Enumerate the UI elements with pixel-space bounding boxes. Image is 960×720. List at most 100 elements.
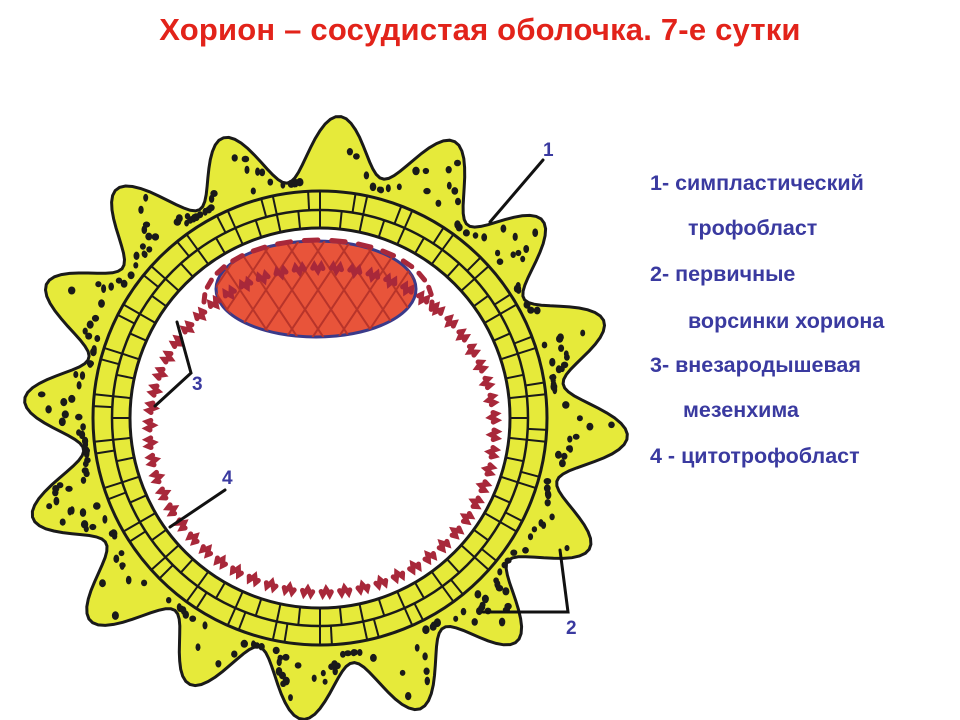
cell-wall bbox=[358, 214, 365, 233]
nucleus-dot bbox=[455, 222, 461, 232]
nucleus-dot bbox=[385, 184, 391, 193]
mesenchyme-dash bbox=[144, 452, 162, 468]
mesenchyme-dash bbox=[485, 410, 503, 425]
mesenchyme-dash bbox=[146, 383, 164, 398]
cell-wall bbox=[473, 265, 490, 280]
nucleus-dot bbox=[86, 320, 94, 329]
mesenchyme-dash bbox=[422, 550, 438, 566]
mesenchyme-dash bbox=[390, 567, 406, 585]
legend-item-2: 2- первичные bbox=[650, 262, 796, 286]
nucleus-dot bbox=[244, 165, 250, 174]
nucleus-dot bbox=[142, 221, 151, 228]
cell-wall bbox=[254, 598, 263, 617]
nucleus-dot bbox=[240, 639, 248, 648]
mesenchyme-dash bbox=[444, 314, 459, 329]
mesenchyme-dash bbox=[246, 571, 261, 588]
nucleus-dot bbox=[82, 437, 89, 446]
cell-wall bbox=[413, 602, 424, 621]
nucleus-dot bbox=[68, 286, 76, 295]
nucleus-dot bbox=[498, 617, 506, 627]
nucleus-dot bbox=[58, 417, 66, 427]
nucleus-dot bbox=[79, 371, 86, 380]
mesenchyme-dash bbox=[213, 554, 228, 570]
cell-wall bbox=[121, 475, 140, 484]
leader-line-1 bbox=[488, 158, 545, 224]
nucleus-dot bbox=[523, 245, 530, 253]
nucleus-dot bbox=[294, 662, 302, 669]
nucleus-dot bbox=[68, 394, 76, 403]
nucleus-dot bbox=[331, 660, 338, 668]
cell-wall bbox=[460, 278, 476, 292]
nucleus-dot bbox=[94, 335, 101, 342]
nucleus-dot bbox=[520, 255, 526, 263]
cell-wall bbox=[117, 314, 136, 325]
nucleus-dot bbox=[453, 615, 459, 622]
nucleus-dot bbox=[478, 604, 486, 611]
cell-wall bbox=[500, 352, 519, 361]
cell-wall bbox=[513, 335, 533, 345]
mesenchyme-dash bbox=[168, 334, 185, 349]
nucleus-dot bbox=[99, 579, 106, 588]
cell-wall bbox=[185, 585, 199, 603]
cell-wall bbox=[180, 262, 194, 278]
nucleus-dot bbox=[451, 187, 459, 195]
cell-wall bbox=[499, 521, 518, 533]
cell-wall bbox=[93, 405, 113, 409]
cell-wall bbox=[129, 530, 147, 543]
cell-wall bbox=[112, 436, 132, 441]
nucleus-dot bbox=[357, 649, 363, 656]
cell-wall bbox=[517, 481, 537, 490]
nucleus-dot bbox=[85, 332, 93, 340]
nucleus-dot bbox=[481, 594, 489, 604]
cell-wall bbox=[122, 521, 141, 533]
nucleus-dot bbox=[576, 415, 583, 422]
mesenchyme-dash bbox=[478, 375, 496, 391]
nucleus-dot bbox=[82, 327, 88, 335]
nucleus-dot bbox=[108, 282, 114, 291]
hatch-line bbox=[251, 241, 333, 337]
mesenchyme-dash bbox=[416, 270, 428, 283]
nucleus-dot bbox=[127, 271, 135, 280]
nucleus-dot bbox=[377, 186, 385, 194]
nucleus-dot bbox=[184, 213, 191, 220]
cell-wall bbox=[129, 494, 147, 504]
cell-wall bbox=[460, 544, 476, 558]
nucleus-dot bbox=[350, 649, 357, 657]
cell-wall bbox=[226, 210, 237, 229]
nucleus-dot bbox=[429, 622, 437, 631]
mesenchyme-dash bbox=[141, 417, 159, 433]
cell-wall bbox=[338, 210, 343, 230]
mesenchyme-dash bbox=[436, 538, 452, 554]
mesenchyme-dash bbox=[329, 238, 348, 245]
nucleus-dot bbox=[532, 228, 539, 237]
mesenchyme-dash bbox=[480, 462, 498, 477]
legend-item-3: 3- внезародышевая bbox=[650, 353, 861, 377]
nucleus-dot bbox=[67, 507, 73, 516]
nucleus-dot bbox=[531, 526, 538, 533]
nucleus-dot bbox=[119, 562, 126, 569]
nucleus-dot bbox=[280, 680, 287, 687]
nucleus-dot bbox=[510, 549, 518, 556]
nucleus-dot bbox=[89, 523, 97, 531]
cell-wall bbox=[196, 571, 210, 587]
nucleus-dot bbox=[455, 197, 461, 206]
nucleus-dot bbox=[435, 199, 442, 207]
nucleus-dot bbox=[412, 166, 420, 176]
nucleus-dot bbox=[414, 644, 420, 652]
nucleus-dot bbox=[332, 667, 338, 676]
cell-wall bbox=[362, 195, 369, 215]
nucleus-dot bbox=[311, 674, 317, 682]
cell-wall bbox=[151, 294, 167, 308]
cell-wall bbox=[226, 607, 237, 626]
mesenchyme-dash bbox=[310, 259, 326, 277]
cell-wall bbox=[473, 556, 490, 571]
cell-wall bbox=[493, 332, 511, 342]
cell-wall bbox=[430, 571, 444, 587]
nucleus-dot bbox=[423, 667, 430, 675]
mesenchyme-dash bbox=[468, 495, 485, 510]
nucleus-dot bbox=[65, 485, 73, 492]
nucleus-dot bbox=[446, 181, 452, 190]
mesenchyme-dash bbox=[159, 350, 176, 365]
nucleus-dot bbox=[118, 550, 125, 557]
